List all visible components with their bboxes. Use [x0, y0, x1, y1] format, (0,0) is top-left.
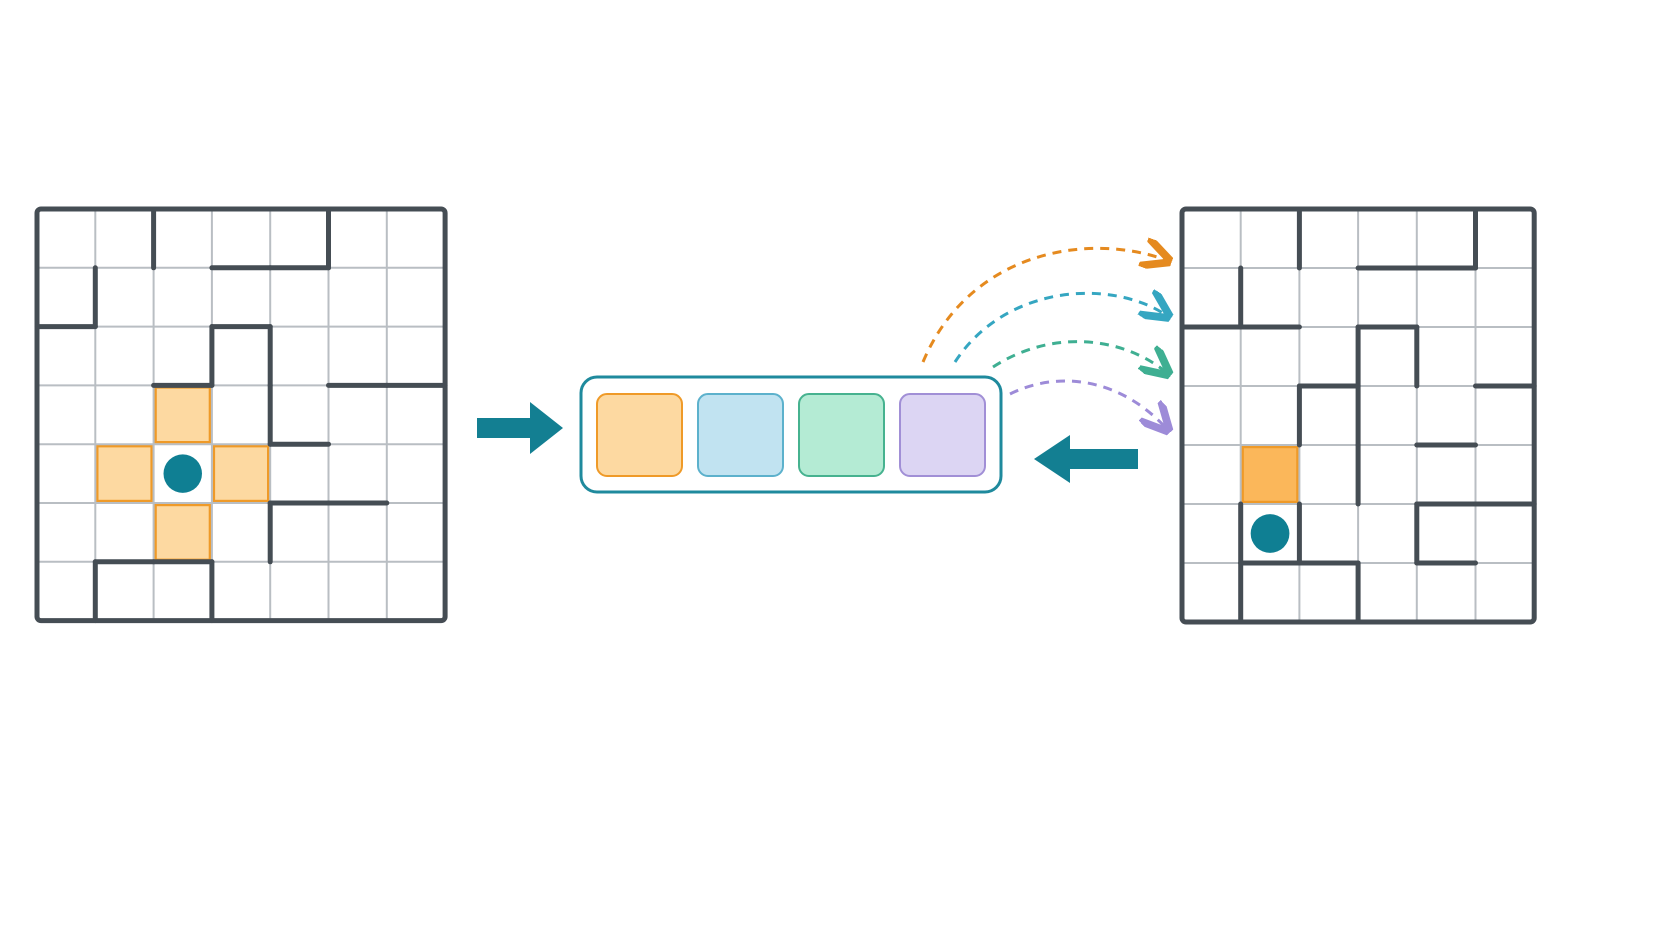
maze-border: [1179, 206, 1537, 625]
vector-slot-green: [798, 393, 885, 477]
right-maze: [1179, 206, 1537, 625]
forward-arrow: [477, 402, 563, 454]
neighbor-cell: [154, 386, 212, 444]
action-arrow-orange: [921, 248, 1166, 363]
vector-slot-blue: [697, 393, 784, 477]
feedback-arrow: [1034, 435, 1138, 483]
left-maze: [34, 206, 448, 624]
vector-slots: [596, 393, 986, 477]
neighbor-cell: [154, 503, 212, 561]
agent-dot: [163, 454, 202, 493]
selected-cell: [1241, 445, 1299, 504]
action-arrow-blue: [953, 293, 1166, 363]
maze-background: [37, 209, 446, 621]
action-arrow-green: [992, 340, 1166, 372]
vector-slot-purple: [899, 393, 986, 477]
vector-slot-orange: [596, 393, 683, 477]
agent-dot: [1250, 514, 1290, 553]
neighbor-cell: [96, 445, 153, 503]
maze-border: [34, 206, 448, 624]
vector-container: [579, 375, 1003, 494]
neighbor-cell: [212, 445, 270, 503]
action-arrow-purple: [1009, 379, 1166, 428]
